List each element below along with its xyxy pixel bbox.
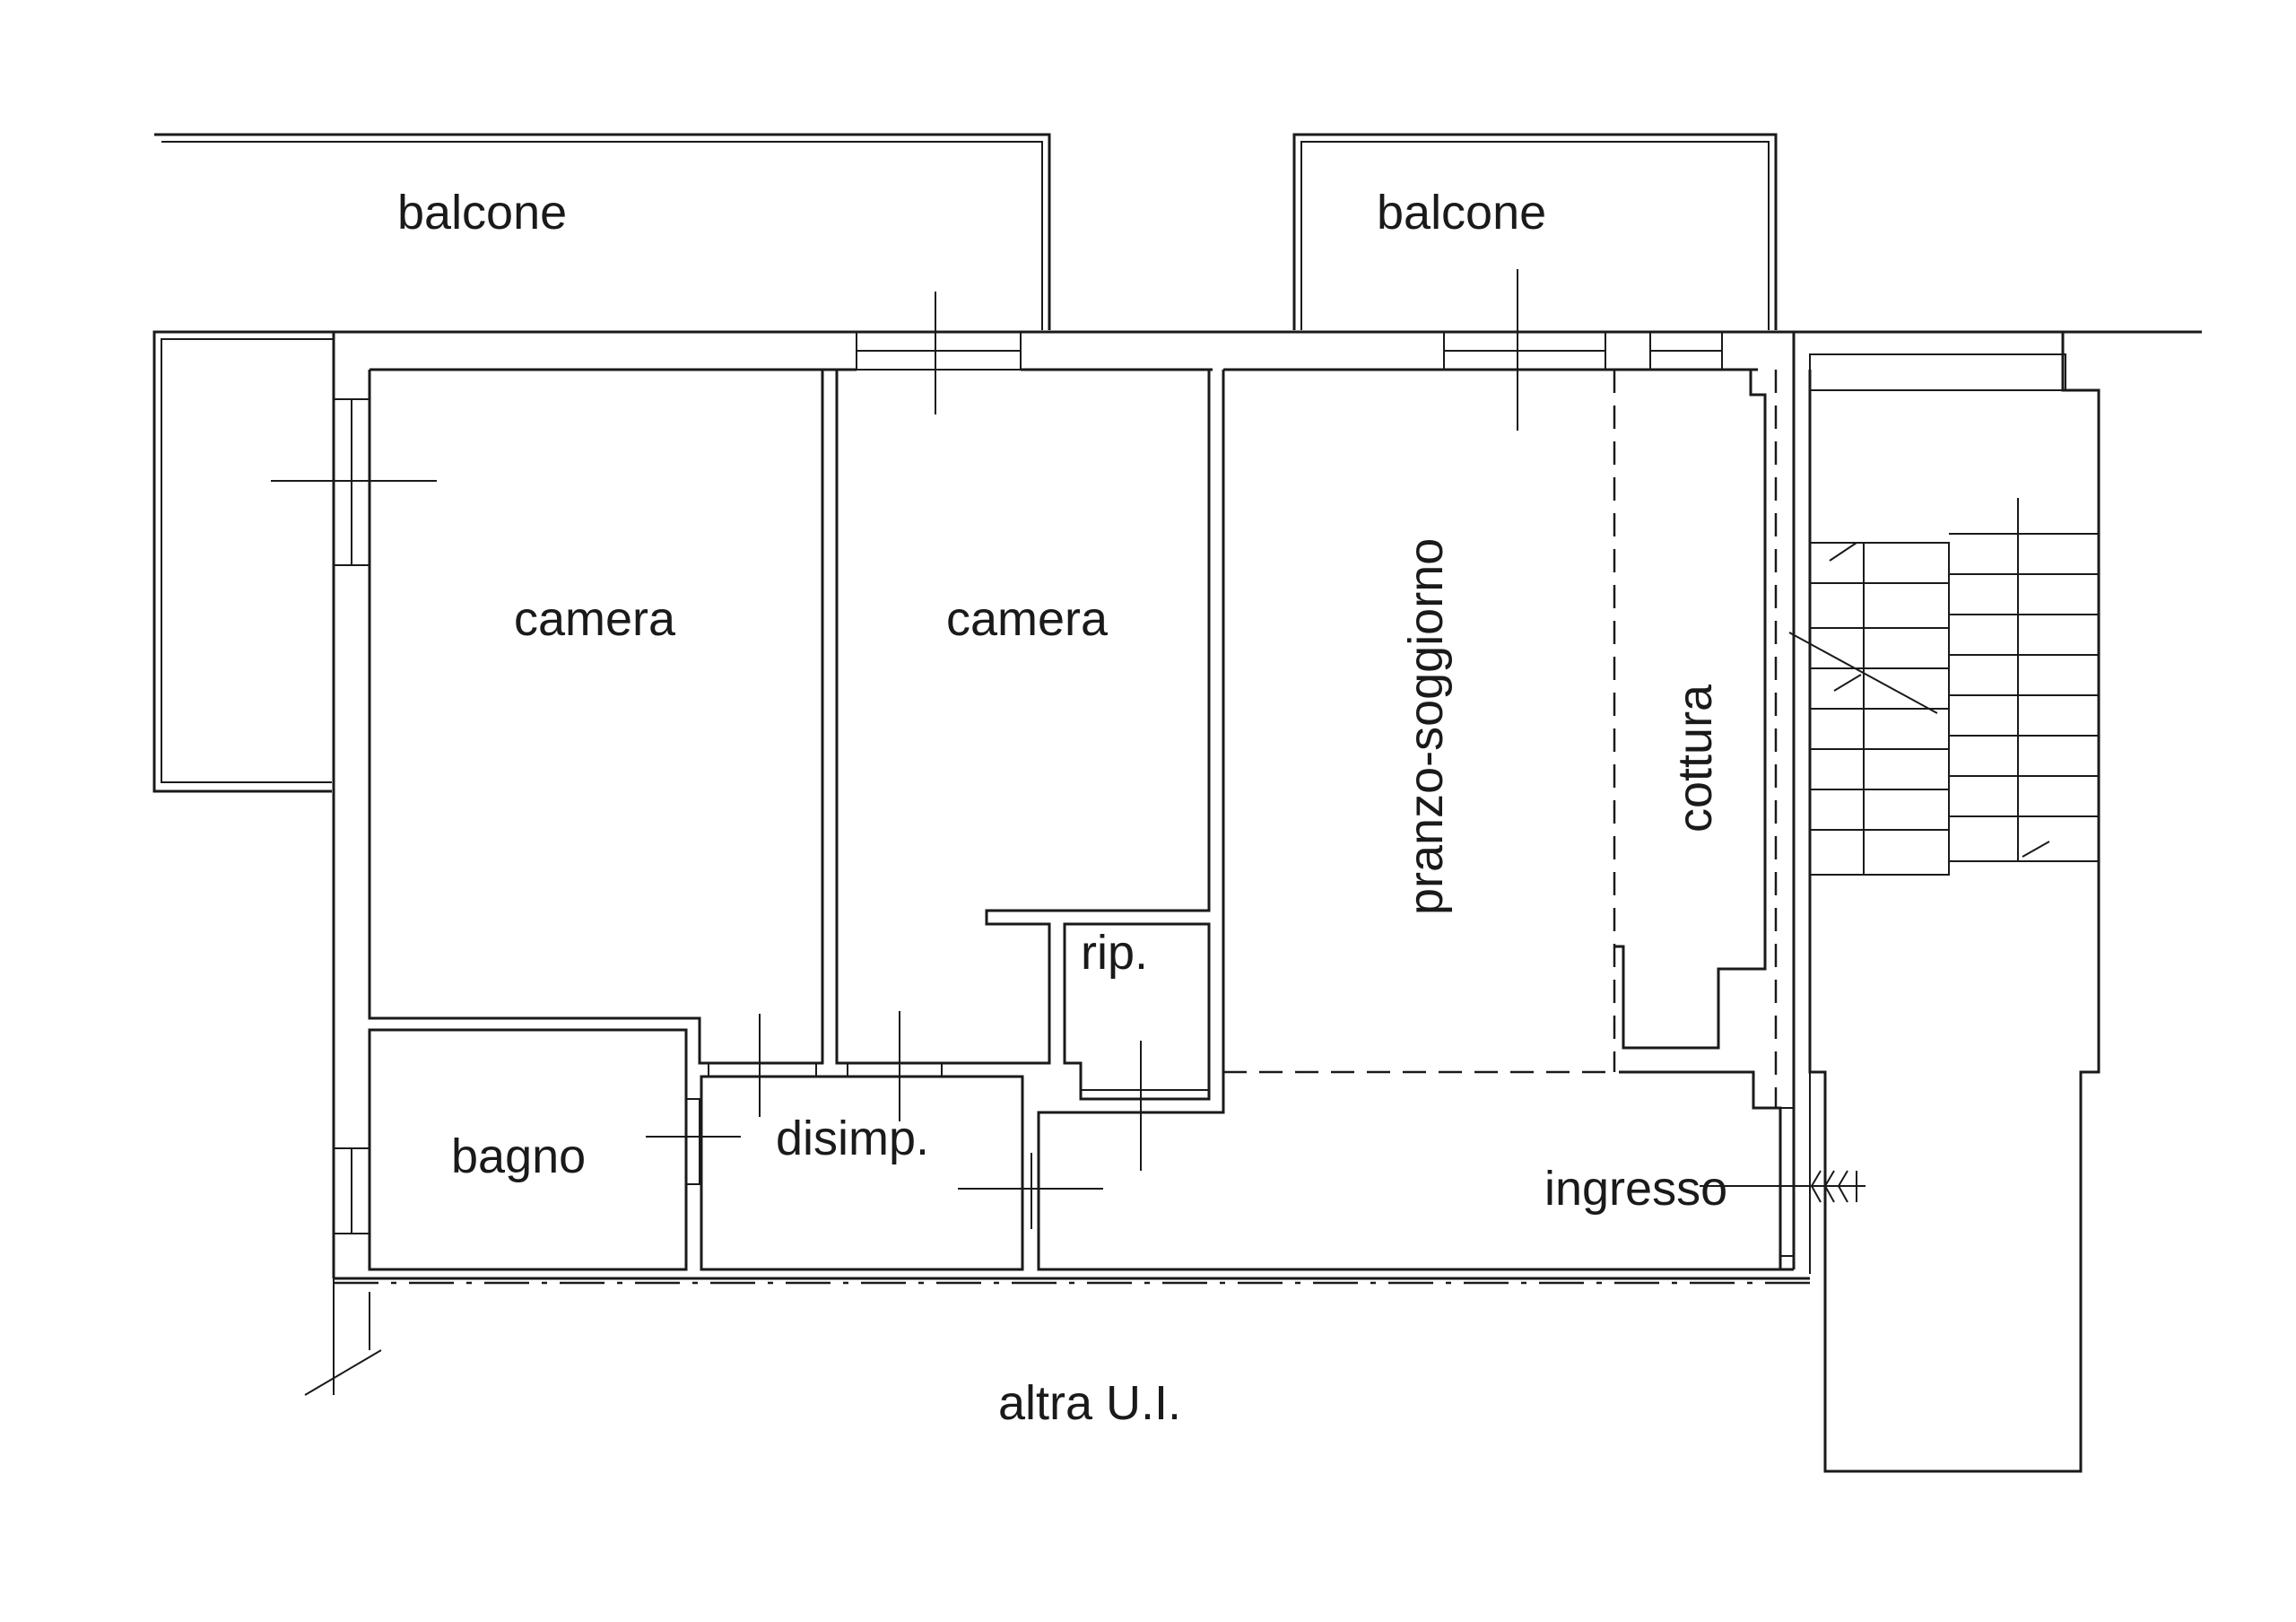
- label-camera-1: camera: [514, 592, 676, 646]
- window-left-camera: [271, 398, 437, 566]
- window-top-kitchen: [1649, 331, 1723, 371]
- stair-treads: [1788, 498, 2100, 876]
- stairwell: [1780, 332, 2100, 1473]
- exterior-walls: [332, 330, 2202, 1280]
- label-bagno: bagno: [451, 1129, 586, 1183]
- label-balcone-right: balcone: [1377, 186, 1546, 240]
- ripostiglio-room: [1063, 922, 1211, 1171]
- label-disimp: disimp.: [776, 1112, 929, 1165]
- disimpegno-room: [700, 1011, 1103, 1271]
- camera-2-room: [835, 370, 1211, 1065]
- balcony-right: [1292, 133, 1778, 330]
- camera-1-room: [368, 370, 824, 1065]
- entrance-arrow-icon: [1700, 1170, 1866, 1203]
- label-altra-ui: altra U.I.: [998, 1376, 1181, 1430]
- label-cottura: cottura: [1668, 684, 1722, 833]
- living-room: [1037, 368, 1794, 1271]
- label-camera-2: camera: [946, 592, 1109, 646]
- label-ingresso: ingresso: [1544, 1162, 1727, 1216]
- label-balcone-left: balcone: [397, 186, 567, 240]
- boundary-line: [304, 1278, 1816, 1396]
- window-top-living: [1443, 269, 1606, 431]
- window-left-bagno: [333, 1147, 370, 1234]
- balcony-left: [152, 133, 1051, 793]
- window-top-camera: [856, 292, 1022, 414]
- label-pranzo-soggiorno: pranzo-soggiorno: [1399, 538, 1453, 915]
- label-rip: rip.: [1081, 926, 1148, 980]
- bagno-room: [368, 1028, 741, 1271]
